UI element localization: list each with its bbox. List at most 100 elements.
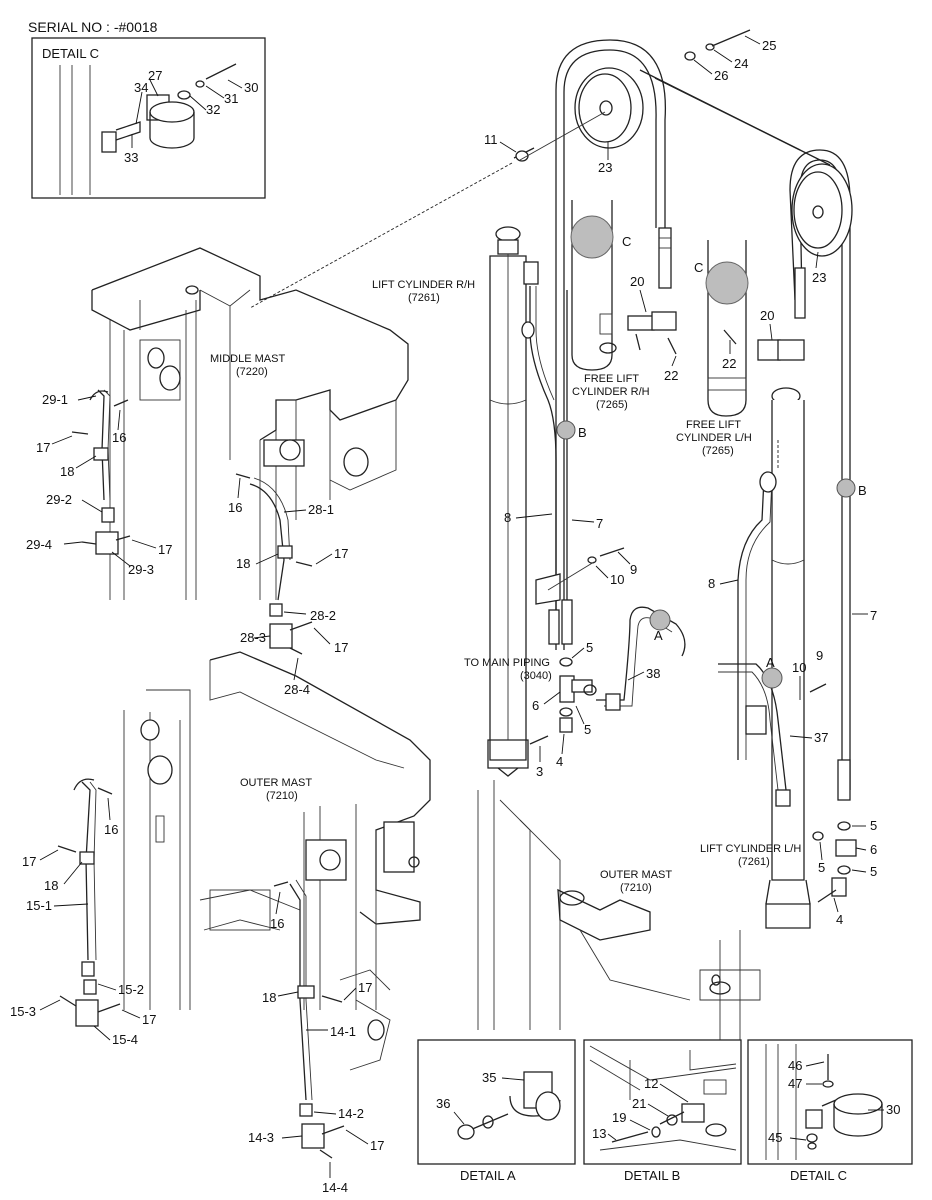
svg-text:LIFT CYLINDER R/H: LIFT CYLINDER R/H [372,279,475,291]
callout-p25: 25 [762,38,776,53]
callout-a-37: A [766,655,775,670]
callout-p47: 47 [788,1076,802,1091]
svg-text:CYLINDER L/H: CYLINDER L/H [676,432,752,444]
callout-p5d: 5 [818,860,825,875]
callout-p17e: 17 [22,854,36,869]
hose-8-lh [737,477,765,760]
callout-p16b: 16 [228,500,242,515]
callout-a-38: A [654,628,663,643]
hose-8-rh [529,286,557,610]
svg-text:OUTER MAST: OUTER MAST [240,777,312,789]
callout-p7b: 7 [870,608,877,623]
detail-c-inset-bottom: 46 47 45 30 [747,1039,913,1165]
svg-text:(7210): (7210) [266,790,298,802]
detail-a-marker-38 [649,609,671,631]
hose-15-1 [81,781,91,961]
bolt-25 [711,29,751,47]
lift-cylinder-rh [487,226,539,777]
caption-lift-lh: LIFT CYLINDER L/H (7261) [700,843,801,868]
detail-c-marker-rh [570,215,614,259]
outer-mast-structure [123,651,431,1071]
callout-p45: 45 [768,1130,782,1145]
callout-p15-4: 15-4 [112,1032,138,1047]
callout-p46: 46 [788,1058,802,1073]
svg-text:(7220): (7220) [236,366,268,378]
callout-p28-1: 28-1 [308,502,334,517]
cross-chain-2 [639,69,831,166]
detail-c-title-top: DETAIL C [42,46,99,61]
svg-text:LIFT CYLINDER L/H: LIFT CYLINDER L/H [700,843,801,855]
caption-outer-mast-right: OUTER MAST (7210) [600,869,672,894]
callout-p30b: 30 [886,1102,900,1117]
callout-p28-2: 28-2 [310,608,336,623]
callout-p16d: 16 [270,916,284,931]
callout-p5c: 5 [870,818,877,833]
caption-lift-rh: LIFT CYLINDER R/H (7261) [372,279,475,304]
callout-p3: 3 [536,764,543,779]
callout-p17c: 17 [334,546,348,561]
callout-p29-3: 29-3 [128,562,154,577]
callout-b-lh: B [858,483,867,498]
middle-mast-structure [91,247,409,600]
svg-text:(7210): (7210) [620,882,652,894]
callout-p9a: 9 [630,562,637,577]
detail-b-inset: 12 21 19 13 [583,1039,742,1165]
callout-p14-2: 14-2 [338,1106,364,1121]
svg-text:FREE LIFT: FREE LIFT [584,373,639,385]
callout-p15-2: 15-2 [118,982,144,997]
callout-p10b: 10 [792,660,806,675]
callout-p23b: 23 [812,270,826,285]
svg-text:(3040): (3040) [520,670,552,682]
detail-b-marker-lh [836,478,856,498]
detail-c-title-bottom: DETAIL C [790,1168,847,1183]
detail-a-title: DETAIL A [460,1168,516,1183]
callout-p19: 19 [612,1110,626,1125]
callout-p33: 33 [124,150,138,165]
svg-text:TO MAIN PIPING: TO MAIN PIPING [464,657,550,669]
detail-a-inset: 35 36 [417,1039,576,1165]
callout-p22b: 22 [722,356,736,371]
hose-28-1 [249,483,285,601]
svg-text:OUTER MAST: OUTER MAST [600,869,672,881]
svg-text:(7265): (7265) [702,445,734,457]
callout-p26: 26 [714,68,728,83]
callout-p18c: 18 [44,878,58,893]
callout-p5b: 5 [584,722,591,737]
callout-p18a: 18 [60,464,74,479]
callout-p30a: 30 [244,80,258,95]
callout-p16a: 16 [112,430,126,445]
bracket-20-rh [627,311,677,355]
callout-p6a: 6 [532,698,539,713]
svg-text:MIDDLE MAST: MIDDLE MAST [210,353,285,365]
detail-b-marker-rh [556,420,576,440]
callout-p8a: 8 [504,510,511,525]
svg-text:(7261): (7261) [738,856,770,868]
caption-main-piping: TO MAIN PIPING (3040) [464,657,552,682]
hose-29-1 [97,389,105,501]
detail-a-marker-37 [761,667,783,689]
callout-p29-2: 29-2 [46,492,72,507]
free-lift-cylinder-lh: C [694,240,749,417]
callout-p15-1: 15-1 [26,898,52,913]
pipe-38 [596,606,686,701]
callout-p38: 38 [646,666,660,681]
callout-p31: 31 [224,91,238,106]
callout-p20b: 20 [760,308,774,323]
callout-p17f: 17 [142,1012,156,1027]
hose-14-1 [289,883,307,1101]
callout-p8b: 8 [708,576,715,591]
callout-p4b: 4 [836,912,843,927]
svg-text:CYLINDER R/H: CYLINDER R/H [572,386,650,398]
callout-p17d: 17 [334,640,348,655]
callout-p4a: 4 [556,754,563,769]
callout-p24: 24 [734,56,748,71]
callout-p37: 37 [814,730,828,745]
callout-p32: 32 [206,102,220,117]
callout-p7a: 7 [596,516,603,531]
callout-p27: 27 [148,68,162,83]
callout-p20a: 20 [630,274,644,289]
bracket-20-lh [723,329,805,361]
callout-p6b: 6 [870,842,877,857]
callout-p10a: 10 [610,572,624,587]
